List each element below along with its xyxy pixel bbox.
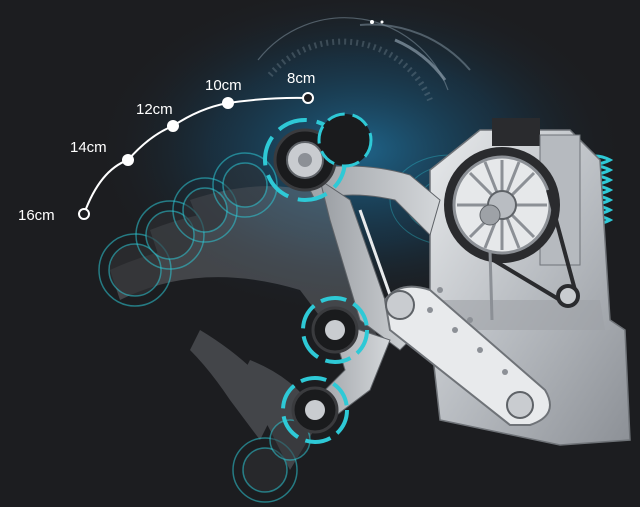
scale-marker-16cm <box>78 208 90 220</box>
depth-label-12cm: 12cm <box>136 101 173 118</box>
hud-arcs <box>257 17 471 102</box>
scale-marker-14cm <box>122 154 134 166</box>
scale-marker-10cm <box>222 97 234 109</box>
ghost-rollers <box>98 152 311 503</box>
coil-spring <box>579 154 614 226</box>
middle-roller <box>301 296 369 364</box>
depth-scale: 8cm 10cm 12cm 14cm 16cm <box>18 70 315 224</box>
pulley-wheel <box>444 147 560 263</box>
linkage-plate <box>383 249 551 426</box>
drive-belt <box>458 189 580 308</box>
upper-roller <box>263 112 373 202</box>
depth-label-16cm: 16cm <box>18 207 55 224</box>
depth-label-8cm: 8cm <box>287 70 315 87</box>
depth-label-10cm: 10cm <box>205 77 242 94</box>
lower-roller <box>281 376 349 444</box>
scale-marker-8cm <box>302 92 314 104</box>
depth-label-14cm: 14cm <box>70 139 107 156</box>
scale-marker-12cm <box>167 120 179 132</box>
